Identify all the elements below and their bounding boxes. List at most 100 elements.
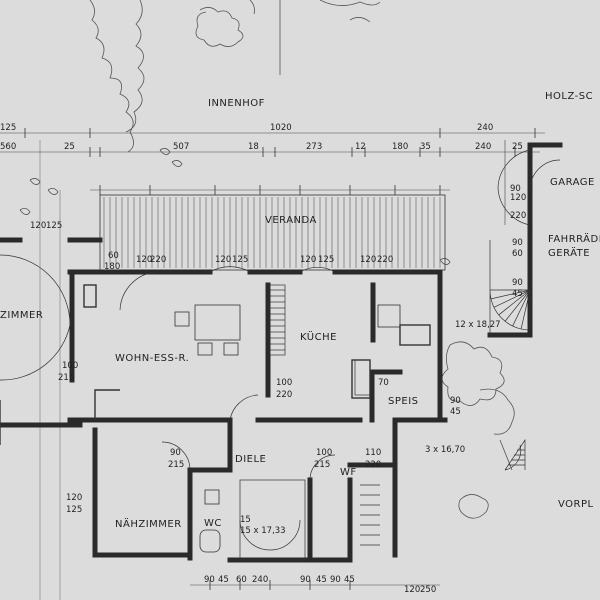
- dim-side-15: 15: [240, 515, 251, 525]
- dim-naeh-125: 125: [66, 505, 82, 515]
- walls: [0, 142, 563, 563]
- dim-east-90b: 90: [512, 278, 523, 288]
- dim-stair-lower: 15 x 17,33: [240, 526, 286, 536]
- wall-garage: [487, 142, 563, 338]
- room-geraete: GERÄTE: [548, 246, 590, 259]
- dim-stair-90: 90: [450, 396, 461, 406]
- wall-lower-east: [307, 477, 353, 563]
- door-swings: [0, 149, 561, 481]
- dim-273: 273: [306, 142, 322, 152]
- dim-560: 560: [0, 142, 16, 152]
- dim-left-120: 120: [30, 221, 46, 231]
- dim-wf-215: 215: [314, 460, 330, 470]
- dim-east-45: 45: [512, 289, 523, 299]
- dim-diele-100: 100: [276, 378, 292, 388]
- dim-bottom-90c: 90: [330, 575, 341, 585]
- dim-wf-220: 220: [365, 460, 381, 470]
- dim-bottom-45a: 45: [218, 575, 229, 585]
- dim-diele-215: 215: [168, 460, 184, 470]
- dim-top-240: 240: [477, 123, 493, 133]
- dim-12: 12: [355, 142, 366, 152]
- dim-speis-70: 70: [378, 378, 389, 388]
- room-zimmer: ZIMMER: [0, 310, 43, 321]
- dim-naeh-120: 120: [66, 493, 82, 503]
- dim-garage-90: 90: [510, 184, 521, 194]
- dim-bottom-90b: 90: [300, 575, 311, 585]
- room-veranda: VERANDA: [265, 215, 317, 226]
- dim-bottom-45b: 45: [316, 575, 327, 585]
- dim-35: 35: [420, 142, 431, 152]
- dim-top-125: 125: [0, 123, 16, 133]
- room-naehzimmer: NÄHZIMMER: [115, 517, 182, 530]
- dim-bottom-60: 60: [236, 575, 247, 585]
- stair-tread: [498, 289, 531, 316]
- stair-tread: [512, 289, 531, 327]
- kitchen-counter: [377, 304, 401, 328]
- dim-east-90a: 90: [512, 238, 523, 248]
- dim-ver-180: 180: [104, 262, 120, 272]
- dim-240b: 240: [475, 142, 491, 152]
- dim-bottom-45c: 45: [344, 575, 355, 585]
- veranda-hatching: [103, 197, 441, 268]
- dim-wohn-100: 100: [62, 361, 78, 371]
- dim-left-125: 125: [46, 221, 62, 231]
- dim-wf-110: 110: [365, 448, 381, 458]
- door-arc-veranda: [209, 266, 251, 273]
- dim-ver-120b: 120: [215, 255, 231, 265]
- dim-garage-220: 220: [510, 211, 526, 221]
- room-vorplatz: VORPL: [558, 499, 594, 510]
- stair-lower-right-treads: [360, 484, 380, 546]
- room-diele: DIELE: [235, 454, 266, 465]
- stair-speis: [354, 359, 371, 396]
- room-garage: GARAGE: [550, 177, 595, 188]
- wall-speis: [369, 369, 403, 423]
- door-arc-lower: [309, 454, 336, 481]
- dim-180: 180: [392, 142, 408, 152]
- dim-ticks: [24, 128, 536, 590]
- dim-18: 18: [248, 142, 259, 152]
- door-arc-zimmer: [0, 254, 71, 381]
- room-wohness: WOHN-ESS-R.: [115, 353, 189, 364]
- dim-top-1020: 1020: [270, 123, 292, 133]
- door-arc-garage: [497, 149, 531, 226]
- dining-chair-3: [223, 342, 239, 356]
- dim-diele-90: 90: [170, 448, 181, 458]
- room-speis: SPEIS: [388, 396, 419, 407]
- room-wc: WC: [204, 518, 222, 529]
- dining-chair-2: [197, 342, 213, 356]
- dim-ver-120a: 120: [136, 255, 152, 265]
- room-wf: WF: [340, 467, 357, 478]
- wall-lower-diele: [187, 417, 233, 473]
- room-fahrraeder: FAHRRÄDER: [548, 232, 600, 245]
- dining-table: [194, 304, 241, 341]
- stair-tread: [504, 289, 531, 322]
- door-arc-east: [529, 159, 561, 191]
- tree-sketch-right: [319, 0, 381, 23]
- dim-bottom-250: 250: [420, 585, 436, 595]
- dim-ver-125b: 125: [318, 255, 334, 265]
- dim-bottom-90a: 90: [204, 575, 215, 585]
- dim-25: 25: [64, 142, 75, 152]
- dimension-lines: [0, 128, 545, 600]
- dim-25b: 25: [512, 142, 523, 152]
- yard-sketch-right: [441, 341, 515, 519]
- dim-bottom-120: 120: [404, 585, 420, 595]
- dim-507: 507: [173, 142, 189, 152]
- dim-ver-220: 220: [150, 255, 166, 265]
- dim-wf-100: 100: [316, 448, 332, 458]
- dim-ver-120c: 120: [300, 255, 316, 265]
- wall-lower-west: [92, 427, 193, 558]
- dim-wohn-215: 215: [58, 373, 74, 383]
- stair-tread: [490, 289, 531, 300]
- dim-stair-small: 3 x 16,70: [425, 445, 465, 455]
- stair-tread: [520, 289, 531, 330]
- dim-ver-125: 125: [232, 255, 248, 265]
- wc-basin: [204, 489, 220, 505]
- stair-east-spiral: [489, 240, 531, 335]
- dim-garage-120: 120: [510, 193, 526, 203]
- dim-ver-120d: 120: [360, 255, 376, 265]
- stairs: [239, 240, 531, 561]
- dining-chair-1: [174, 311, 190, 327]
